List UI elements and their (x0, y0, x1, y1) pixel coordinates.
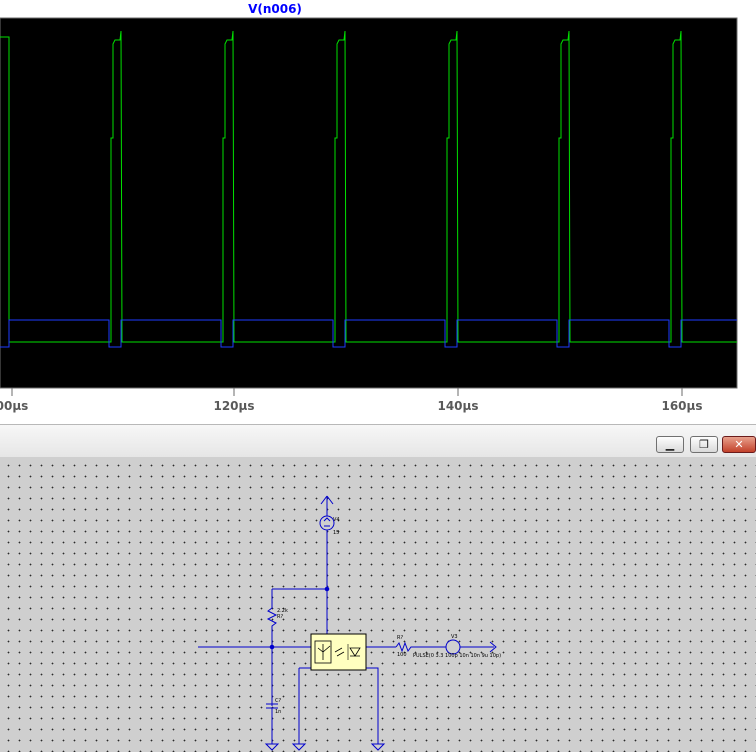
optocoupler (310, 633, 367, 671)
minimize-icon: ▁ (665, 438, 675, 451)
x-tick-label: 120µs (213, 399, 255, 413)
ground-symbol (264, 743, 280, 751)
blue-trace (0, 319, 737, 348)
ground-symbol (370, 743, 386, 751)
series-resistor (395, 641, 446, 653)
restore-button[interactable]: ❐ (690, 436, 718, 453)
series-res-value-label: 100 (397, 652, 407, 658)
pullup-ref-label: R? (277, 614, 283, 620)
waveform-pane[interactable]: V(n006) 00µs 120µs 140µs 160µs (0, 0, 756, 416)
x-axis-ticks (11, 388, 683, 396)
trace-title[interactable]: V(n006) (248, 2, 302, 16)
junction-dot (269, 644, 275, 650)
green-trace (0, 30, 737, 343)
pulse-source (445, 639, 461, 655)
pullup-resistor (266, 589, 278, 646)
junction-dot (324, 586, 330, 592)
close-button[interactable]: ✕ (722, 436, 756, 453)
supply-ref-label: V4 (333, 517, 340, 523)
schematic-drawing[interactable]: V4 15 2.2k R? C? 1n R? 100 V3 PULSE(0 3.… (0, 458, 756, 752)
schematic-window: ▁ ❐ ✕ (0, 424, 756, 752)
source-ref-label: V3 (451, 634, 458, 640)
pullup-value-label: 2.2k (277, 608, 288, 614)
plot-area (0, 17, 738, 389)
schematic-canvas[interactable]: V4 15 2.2k R? C? 1n R? 100 V3 PULSE(0 3.… (0, 458, 756, 752)
series-res-ref-label: R? (397, 635, 403, 641)
waveform-plot[interactable] (0, 0, 756, 416)
minimize-button[interactable]: ▁ (656, 436, 684, 453)
ground-symbol (291, 743, 307, 751)
schematic-titlebar[interactable]: ▁ ❐ ✕ (0, 424, 756, 457)
pane-splitter[interactable] (0, 416, 756, 424)
cap-ref-label: C? (275, 698, 281, 704)
x-tick-label: 00µs (0, 399, 29, 413)
cap-value-label: 1n (275, 709, 281, 715)
restore-icon: ❐ (699, 438, 709, 451)
supply-node-arrow (320, 495, 334, 516)
source-value-label: PULSE(0 3.3 100p 10n 10n 9u 10p) (413, 653, 501, 659)
close-icon: ✕ (734, 438, 744, 451)
x-tick-label: 160µs (661, 399, 703, 413)
wire (298, 658, 318, 744)
wire (365, 667, 379, 744)
supply-value-label: 15 (333, 530, 339, 536)
x-tick-label: 140µs (437, 399, 479, 413)
output-port (489, 641, 497, 653)
